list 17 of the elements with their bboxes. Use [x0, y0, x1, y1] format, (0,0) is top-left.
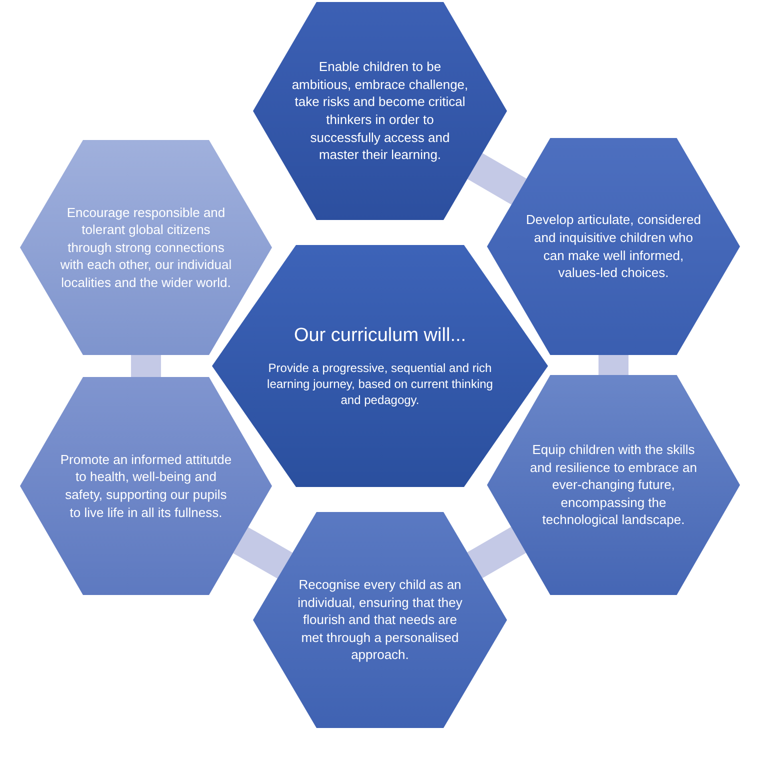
hexagon — [253, 2, 507, 220]
hexagon-text: Encourage responsible and tolerant global citizens through strong connections with each other, our individual localities and the wider world. — [59, 204, 233, 292]
connector-band — [467, 153, 527, 205]
hexagon-text: Promote an informed attitutde to health, well-being and safety, supporting our pupils to live life in all its fullness. — [59, 450, 233, 522]
hexagon — [20, 140, 272, 355]
hexagon-text: Provide a progressive, sequential and rich learning journey, based on current thinking and pedagogy. — [266, 360, 494, 408]
hexagon-text: Recognise every child as an individual, ensuring that they flourish and that needs are met through a personalised approach. — [296, 576, 464, 664]
heading: Our curriculum will... — [294, 324, 466, 348]
connector-band — [467, 526, 526, 578]
hexagon — [487, 138, 740, 355]
hexagon-text: Enable children to be ambitious, embrace challenge, take risks and become critical thinkers in order to successfully access and master their learning. — [291, 58, 469, 164]
connector-band — [131, 355, 161, 377]
connector-band — [233, 527, 292, 579]
hexagon-text: Equip children with the skills and resilience to embrace an ever-changing future, encompassing the technological landscape. — [529, 441, 698, 529]
hexagon-text: Develop articulate, considered and inquisitive children who can make well informed, values-led choices. — [525, 211, 702, 282]
hexagon — [253, 512, 507, 728]
connector-band — [598, 355, 628, 375]
